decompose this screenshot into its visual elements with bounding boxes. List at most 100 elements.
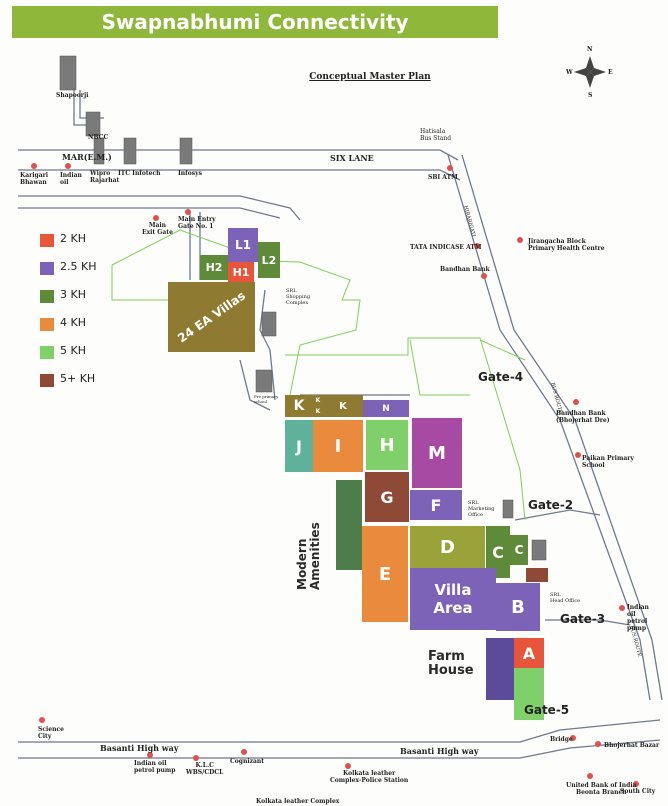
plot-text: K — [315, 408, 321, 415]
plot-label-n: N — [363, 400, 409, 417]
sbi-atm-label: SBI ATM — [428, 174, 458, 181]
plot-text: I — [334, 435, 342, 457]
road-network — [18, 90, 663, 759]
building-icon-preschool — [255, 369, 273, 393]
pin-icon-indian-oil-right — [619, 605, 625, 611]
plot-farm-house — [486, 638, 514, 700]
building-icon-marketing — [502, 499, 514, 519]
pin-icon-entry — [185, 209, 191, 215]
farm-house-label: Farm House — [428, 649, 474, 678]
six-lane-label: SIX LANE — [330, 153, 374, 163]
tata-atm-label: TATA INDICASE ATM — [410, 244, 482, 251]
boundary-gate4 — [479, 339, 526, 361]
compass-n: N — [587, 46, 593, 53]
pin-icon-bandhan — [481, 273, 487, 279]
banner-title: Swapnabhumi Connectivity — [101, 10, 409, 34]
shapoorji-label: Shapoorji — [56, 92, 89, 99]
plot-i — [313, 420, 363, 472]
plot-24-villas — [168, 282, 255, 352]
plot-e — [362, 526, 408, 622]
basanti-highway-label-2: Basanti High way — [400, 746, 479, 756]
pin-icon-indian-oil — [65, 163, 71, 169]
pin-icon-indian-oil-bottom — [147, 752, 153, 758]
mar-label: MAR(E.M.) — [62, 152, 112, 162]
plot-text: F — [430, 495, 442, 515]
plot-text: B — [511, 596, 525, 618]
legend-label: 3 KH — [60, 288, 86, 301]
building-icon-srl — [261, 311, 277, 337]
gate2-road — [514, 509, 601, 521]
legend-swatch — [40, 234, 54, 247]
building-icon-infosys — [179, 137, 193, 165]
plot-text: K — [315, 397, 321, 404]
plot-label-f: F — [410, 490, 462, 520]
plot-blocks — [168, 228, 548, 720]
plot-gate5-green — [514, 668, 544, 720]
legend-item: 2.5 KH — [40, 260, 160, 276]
service-road-bottom — [18, 207, 281, 219]
plot-text: K — [293, 398, 305, 414]
cognizant-label: Cognizant — [230, 758, 265, 765]
kolkata-leather-label: Kolkata leather Complex — [256, 798, 340, 805]
gate3-road — [545, 619, 631, 626]
plot-text: H2 — [205, 261, 223, 274]
pin-icon-bridge — [570, 735, 576, 741]
boundary-north — [285, 337, 526, 521]
legend-item: 3 KH — [40, 288, 160, 304]
plot-h2 — [200, 255, 228, 280]
srl-head-label: SRL Head Office — [550, 592, 581, 604]
basanti-highway-bottom-edge — [18, 739, 661, 759]
plot-label-d: D — [410, 526, 485, 568]
gate-4-label: Gate-4 — [478, 370, 524, 384]
building-icon-head-office — [531, 539, 547, 561]
plot-f — [410, 490, 462, 520]
pin-icon-karigari — [31, 163, 37, 169]
plot-k4 — [323, 395, 363, 417]
bhojerhat-bazar-label: Bhojerhat Bazar — [604, 742, 660, 749]
pre-school-label: Pre primary school — [254, 394, 279, 404]
bus-route-right-edge — [461, 154, 663, 701]
plot-label-j: J — [285, 420, 313, 472]
boundary-inner — [409, 339, 470, 396]
pin-icon-exit — [153, 215, 159, 221]
pin-icon-ubi — [587, 773, 593, 779]
pin-icon-klc — [193, 755, 199, 761]
legend-swatch — [40, 290, 54, 303]
plot-amenity-strip — [336, 480, 362, 570]
pin-icon-police — [345, 763, 351, 769]
building-icon-wipro — [93, 137, 105, 165]
science-city-label: Science City — [38, 726, 64, 740]
six-lane-road-top-edge — [18, 149, 459, 161]
plot-label-e: E — [362, 526, 408, 622]
plot-d — [410, 526, 485, 568]
map-subtitle: Conceptual Master Plan — [309, 72, 431, 82]
plot-k3 — [313, 406, 323, 417]
plot-label-24-villas: 24 EA Villas — [168, 282, 255, 352]
srl-shopping-label: SRL Shopping Complex — [286, 288, 311, 306]
plot-h1 — [228, 262, 254, 282]
plot-text: H1 — [232, 265, 250, 279]
plot-label-l2: L2 — [258, 242, 280, 278]
pin-icon-bazar — [595, 741, 601, 747]
itc-label: ITC Infotech — [118, 170, 161, 177]
kolkata-police-label: Kolkata leather Complex-Police Station — [330, 770, 409, 784]
plot-l1 — [228, 228, 258, 262]
pin-icon-science — [39, 717, 45, 723]
legend-item: 5 KH — [40, 344, 160, 360]
title-banner: Swapnabhumi Connectivity — [12, 6, 498, 38]
bandhan-bank-label: Bandhan Bank — [440, 266, 490, 273]
legend-item: 4 KH — [40, 316, 160, 332]
plot-brown-corner — [526, 568, 548, 582]
plot-villa-area — [410, 568, 496, 630]
legend-swatch — [40, 262, 54, 275]
boundary-west-lower — [111, 265, 170, 301]
plot-text: E — [378, 563, 392, 585]
plot-label-b: B — [496, 583, 540, 631]
service-road-top — [18, 195, 301, 221]
plot-text: A — [522, 643, 536, 663]
legend-label: 2.5 KH — [60, 260, 97, 273]
plot-label-villa-area: Villa Area — [410, 568, 496, 630]
indian-oil-right-label: Indian oil petrol pump — [627, 604, 649, 632]
plot-text: L2 — [261, 253, 277, 267]
